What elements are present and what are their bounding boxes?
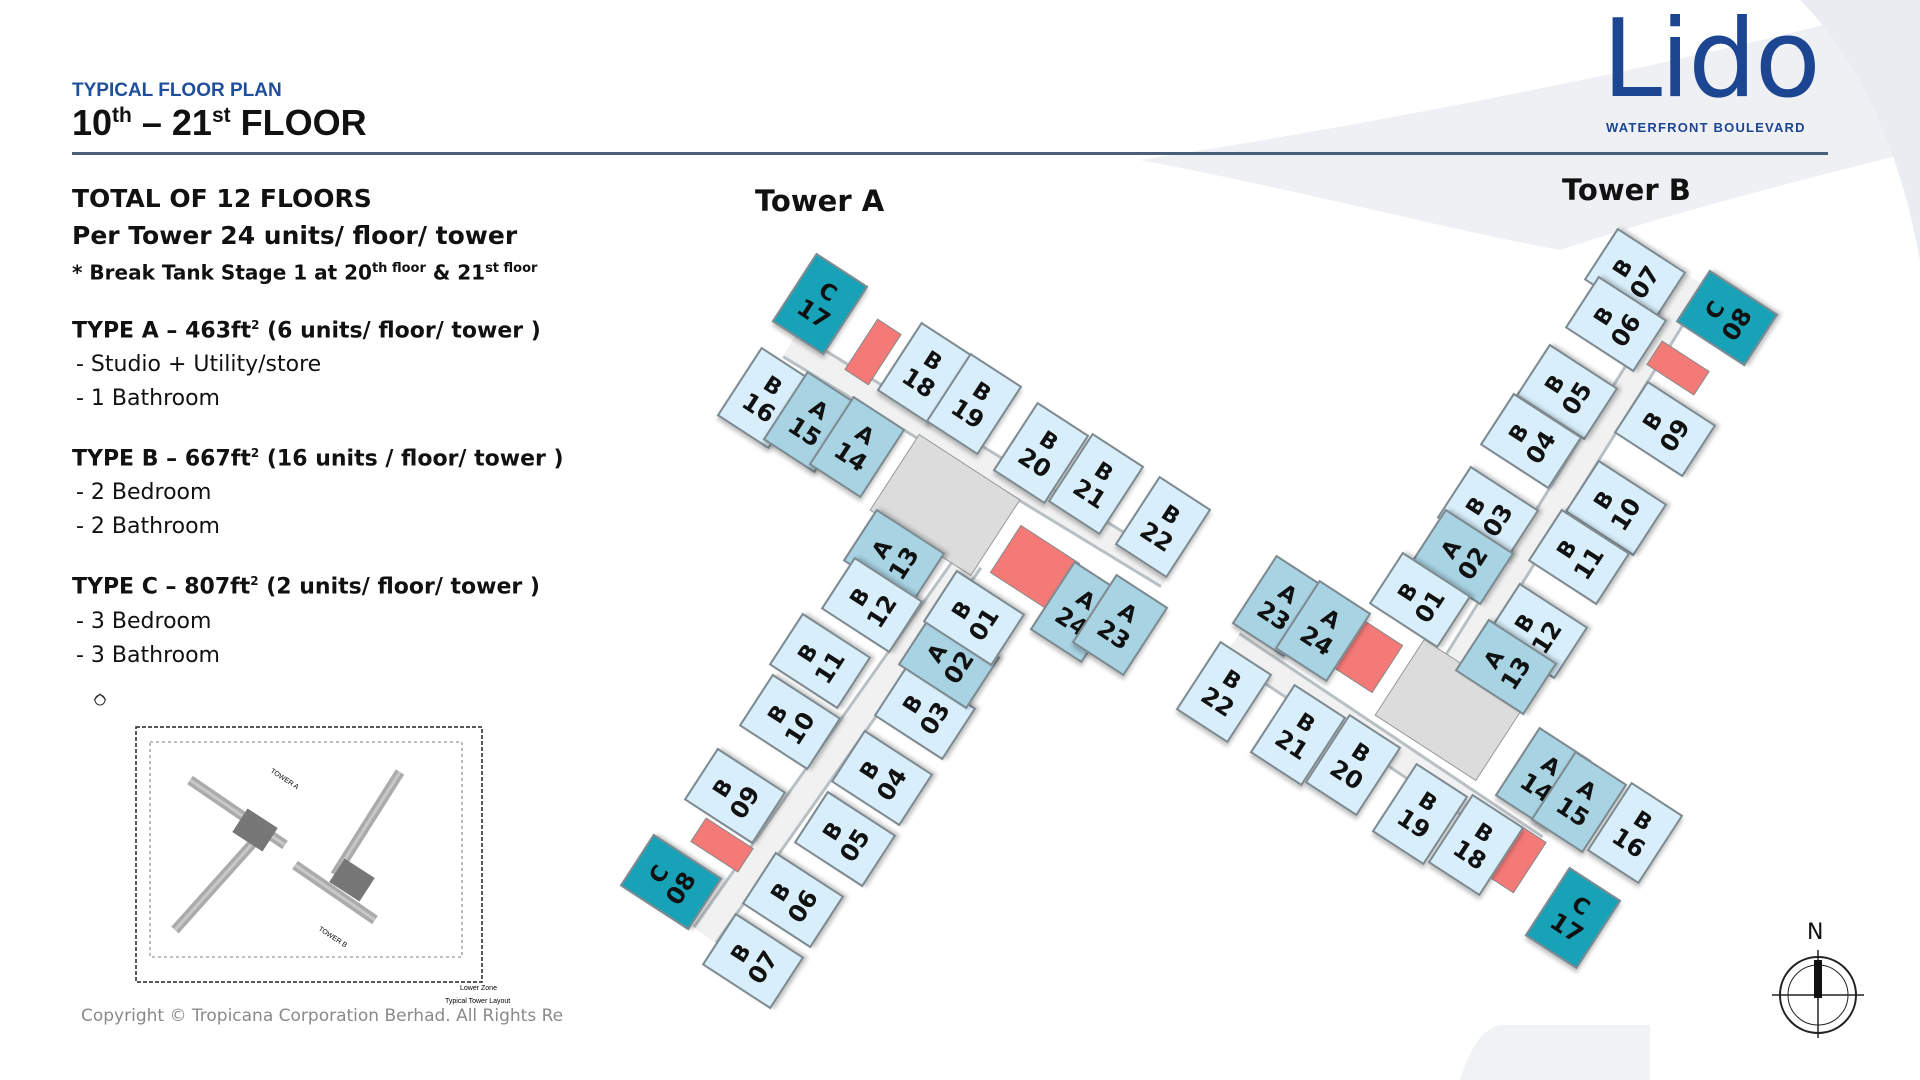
type-count: (6 units/ floor/ tower ) — [259, 317, 541, 343]
unit-type-section: TYPE C – 807ft2 (2 units/ floor/ tower )… — [72, 564, 564, 672]
logo-subtitle: WATERFRONT BOULEVARD — [1606, 120, 1806, 135]
unit-type-feature: - 3 Bathroom — [76, 642, 220, 668]
key-tower-b: TOWER B — [317, 926, 348, 950]
unit-type-feature: - Studio + Utility/store — [76, 351, 322, 377]
copyright: Copyright © Tropicana Corporation Berhad… — [81, 1006, 564, 1026]
break-tank-note: * Break Tank Stage 1 at 20th floor & 21s… — [72, 254, 564, 288]
lido-logo: Lido — [1602, 0, 1821, 122]
page-kicker: TYPICAL FLOOR PLAN — [72, 80, 282, 101]
tower-a-label: Tower A — [755, 184, 885, 218]
unit-type-feature: - 3 Bedroom — [76, 608, 212, 634]
unit-type-section: TYPE B – 667ft2 (16 units / floor/ tower… — [72, 436, 564, 544]
type-count: (16 units / floor/ tower ) — [259, 446, 564, 472]
type-heading-sup: 2 — [250, 445, 260, 460]
corridor — [783, 334, 1175, 586]
service-room — [844, 318, 902, 386]
type-heading-sup: 2 — [251, 317, 260, 332]
key-caption: Typical Tower Layout — [445, 998, 510, 1005]
key-compass-icon — [93, 693, 107, 706]
service-room — [690, 817, 754, 873]
unit-type-heading: TYPE A – 463ft2 (6 units/ floor/ tower ) — [72, 308, 564, 348]
type-count: (2 units/ floor/ tower ) — [258, 574, 540, 600]
site-key-plan: TOWER A TOWER B Lower Zone Typical Tower… — [93, 693, 510, 1005]
total-floors: TOTAL OF 12 FLOORS — [72, 184, 372, 213]
type-heading-text: TYPE C – 807ft — [72, 574, 251, 600]
header-divider — [72, 152, 1828, 155]
tower-b-label: Tower B — [1562, 173, 1691, 207]
key-zone: Lower Zone — [460, 985, 497, 992]
corridor — [1429, 273, 1706, 697]
title-from: 10 — [72, 102, 113, 143]
note-text: * Break Tank Stage 1 at 20 — [72, 260, 372, 285]
type-heading-text: TYPE B – 667ft — [72, 446, 251, 472]
unit-type-feature: - 1 Bathroom — [76, 385, 220, 411]
note-sup: st floor — [485, 261, 538, 276]
unit-type-heading: TYPE C – 807ft2 (2 units/ floor/ tower ) — [72, 564, 564, 604]
type-heading-text: TYPE A – 463ft — [72, 317, 252, 343]
units-per-tower: Per Tower 24 units/ floor/ tower — [72, 221, 518, 250]
floor-summary: TOTAL OF 12 FLOORS Per Tower 24 units/ f… — [72, 180, 564, 673]
note-text: & 21 — [425, 260, 486, 285]
unit-type-section: TYPE A – 463ft2 (6 units/ floor/ tower )… — [72, 308, 564, 416]
unit-type-heading: TYPE B – 667ft2 (16 units / floor/ tower… — [72, 436, 564, 476]
service-room — [1646, 340, 1710, 396]
page-title: 10th – 21st FLOOR — [72, 102, 367, 144]
title-dash: – — [131, 102, 172, 143]
type-heading-sup: 2 — [250, 574, 259, 589]
unit-type-feature: - 2 Bathroom — [76, 514, 220, 540]
title-suffix: FLOOR — [230, 102, 367, 143]
title-from-sup: th — [112, 104, 132, 127]
key-tower-a: TOWER A — [269, 768, 300, 792]
north-compass-icon — [1772, 950, 1864, 1038]
note-sup: th floor — [371, 261, 426, 276]
unit-type-feature: - 2 Bedroom — [76, 480, 212, 506]
compass-north-label: N — [1807, 920, 1824, 945]
title-to-sup: st — [211, 104, 231, 127]
title-to: 21 — [171, 102, 212, 143]
